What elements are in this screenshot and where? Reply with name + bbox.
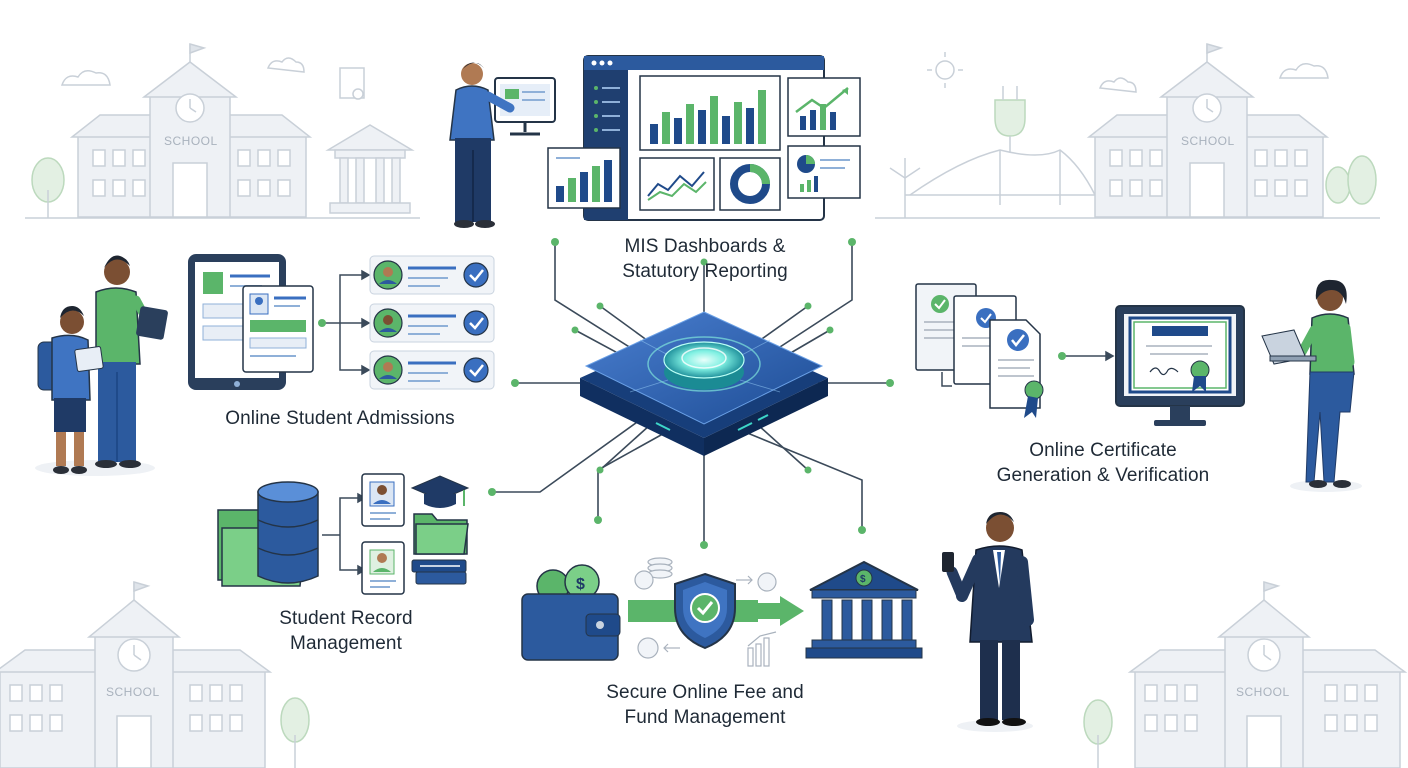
- branch-connector: [323, 269, 371, 376]
- woman-laptop-figure: [1261, 279, 1362, 492]
- certificate-icon: [915, 283, 1044, 418]
- label-line: Fund Management: [624, 707, 786, 728]
- books-icon: [411, 559, 467, 585]
- wallet-icon: $: [521, 564, 621, 661]
- school-building-icon: [0, 581, 310, 768]
- label-line: Generation & Verification: [996, 465, 1210, 486]
- label-line: Online Certificate: [1029, 440, 1177, 461]
- folder-icon: [413, 513, 469, 555]
- school-sign: SCHOOL: [106, 685, 160, 699]
- school-sign: SCHOOL: [164, 134, 218, 148]
- label-line: Online Student Admissions: [225, 408, 455, 429]
- branch-connector: [322, 492, 367, 576]
- student-record-label: Student Record Management: [236, 606, 456, 656]
- label-line: MIS Dashboards &: [624, 236, 786, 257]
- connector-node: [1058, 352, 1066, 360]
- businessman-figure: [942, 512, 1034, 732]
- parent-child-figure: [35, 255, 168, 476]
- connector-nodes: [488, 238, 894, 549]
- label-line: Secure Online Fee and: [606, 682, 804, 703]
- label-line: Management: [290, 633, 402, 654]
- svg-text:$: $: [576, 576, 585, 593]
- graduation-cap-icon: [410, 475, 470, 508]
- mis-dashboards-label: MIS Dashboards & Statutory Reporting: [570, 234, 840, 284]
- school-sign: SCHOOL: [1181, 134, 1235, 148]
- student-id-cards: [361, 473, 405, 595]
- school-building-icon: [25, 43, 420, 219]
- analyst-person-figure: [449, 62, 556, 228]
- certificate-monitor-icon: [1115, 305, 1245, 426]
- label-line: Statutory Reporting: [622, 261, 788, 282]
- school-sign: SCHOOL: [1236, 685, 1290, 699]
- fee-management-label: Secure Online Fee and Fund Management: [570, 680, 840, 730]
- bank-icon: $: [805, 560, 923, 659]
- branch-connector: [1062, 350, 1115, 362]
- certificate-generation-label: Online Certificate Generation & Verifica…: [966, 438, 1240, 488]
- dashboard-monitor-icon: [547, 55, 861, 221]
- database-icon: [217, 481, 319, 587]
- svg-text:$: $: [860, 574, 866, 585]
- cloud-hub-icon: [580, 311, 828, 456]
- connector-node: [318, 319, 326, 327]
- label-line: Student Record: [279, 608, 413, 629]
- shield-check-icon: [628, 557, 804, 667]
- school-building-icon: [1083, 581, 1408, 768]
- school-building-icon: [875, 43, 1380, 219]
- applicant-card-list: [369, 255, 495, 390]
- tablet-form-icon: [188, 254, 314, 390]
- online-admissions-label: Online Student Admissions: [190, 406, 490, 431]
